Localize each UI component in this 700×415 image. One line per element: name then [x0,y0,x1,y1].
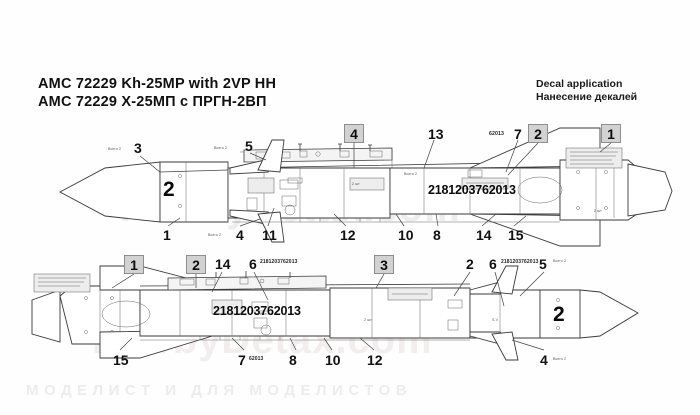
callout-top-14[interactable]: 14 [476,227,492,243]
tiny-label-top-6: 2 шт [594,209,602,213]
callout-top-8[interactable]: 8 [433,227,441,243]
tiny-label-bottom-5: S.V [492,318,499,322]
callout-top-5[interactable]: 5 [245,138,253,154]
tiny-label-top-5: Всего 2 [404,172,418,176]
decal-application-russian: Нанесение декалей [536,91,638,104]
serial-small-bottom-left: 2181203762013 [260,259,298,265]
callout-bottom-12[interactable]: 12 [367,352,383,368]
decal-application-english: Decal application [536,78,623,90]
callout-box-top-4[interactable]: 4 [344,124,364,143]
callout-top-15[interactable]: 15 [508,227,524,243]
serial-decal-top: 2181203762013 [428,183,516,197]
callout-top-4-lower[interactable]: 4 [236,227,244,243]
callout-top-12[interactable]: 12 [340,227,356,243]
callout-bottom-4[interactable]: 4 [540,352,548,368]
callout-bottom-2[interactable]: 2 [466,256,474,272]
callout-top-3[interactable]: 3 [134,140,142,156]
serial-decal-bottom: 2181203762013 [213,304,301,318]
callout-top-7-small-serial: 62013 [489,131,504,137]
callout-top-13[interactable]: 13 [428,126,444,142]
tiny-label-bottom-2: Всего 2 [553,357,567,361]
callout-box-bottom-2[interactable]: 2 [186,255,206,274]
callout-box-top-2[interactable]: 2 [528,124,548,143]
title-line-russian: AMC 72229 X-25МП с ПРГН-2ВП [38,93,267,110]
callout-top-10[interactable]: 10 [398,227,414,243]
tiny-label-bottom-3: 2 шт [364,318,372,322]
callout-bottom-6-left[interactable]: 6 [249,256,257,272]
watermark-bottom: МОДЕЛИСТ И ДЛЯ МОДЕЛИСТОВ [26,382,413,399]
callout-top-7[interactable]: 7 [514,126,522,142]
tiny-label-top-4: 2 шт [352,182,360,186]
callout-box-top-1[interactable]: 1 [601,124,621,143]
tiny-label-bottom-4: Всего 2 [260,312,274,316]
tiny-label-top-3: Всего 2 [208,233,222,237]
tiny-label-top-1: Всего 2 [108,147,122,151]
callout-bottom-14[interactable]: 14 [215,256,231,272]
tiny-label-top-2: Всего 2 [214,146,228,150]
sheet-title: AMC 72229 Kh-25MP with 2VP HH AMC 72229 … [38,76,276,111]
callout-bottom-5[interactable]: 5 [539,256,547,272]
callout-bottom-10[interactable]: 10 [325,352,341,368]
callout-top-1[interactable]: 1 [163,227,171,243]
callout-box-bottom-3[interactable]: 3 [374,255,394,274]
serial-small-bottom-right: 2181203762013 [501,259,539,265]
tiny-label-bottom-1: Всего 2 [553,259,567,263]
title-line-english: AMC 72229 Kh-25MP with 2VP HH [38,76,277,92]
serial-small-bottom-7: 62013 [249,356,264,362]
nose-marking-bottom: 2 [553,303,565,326]
callout-bottom-15[interactable]: 15 [113,352,129,368]
callout-box-bottom-1[interactable]: 1 [124,255,144,274]
callout-bottom-7[interactable]: 7 [238,352,246,368]
callout-bottom-6-right[interactable]: 6 [489,256,497,272]
callout-bottom-8[interactable]: 8 [289,352,297,368]
nose-marking-top: 2 [163,178,175,201]
callout-top-11[interactable]: 11 [262,227,277,243]
decal-application-heading: Decal application Нанесение декалей [536,78,637,104]
